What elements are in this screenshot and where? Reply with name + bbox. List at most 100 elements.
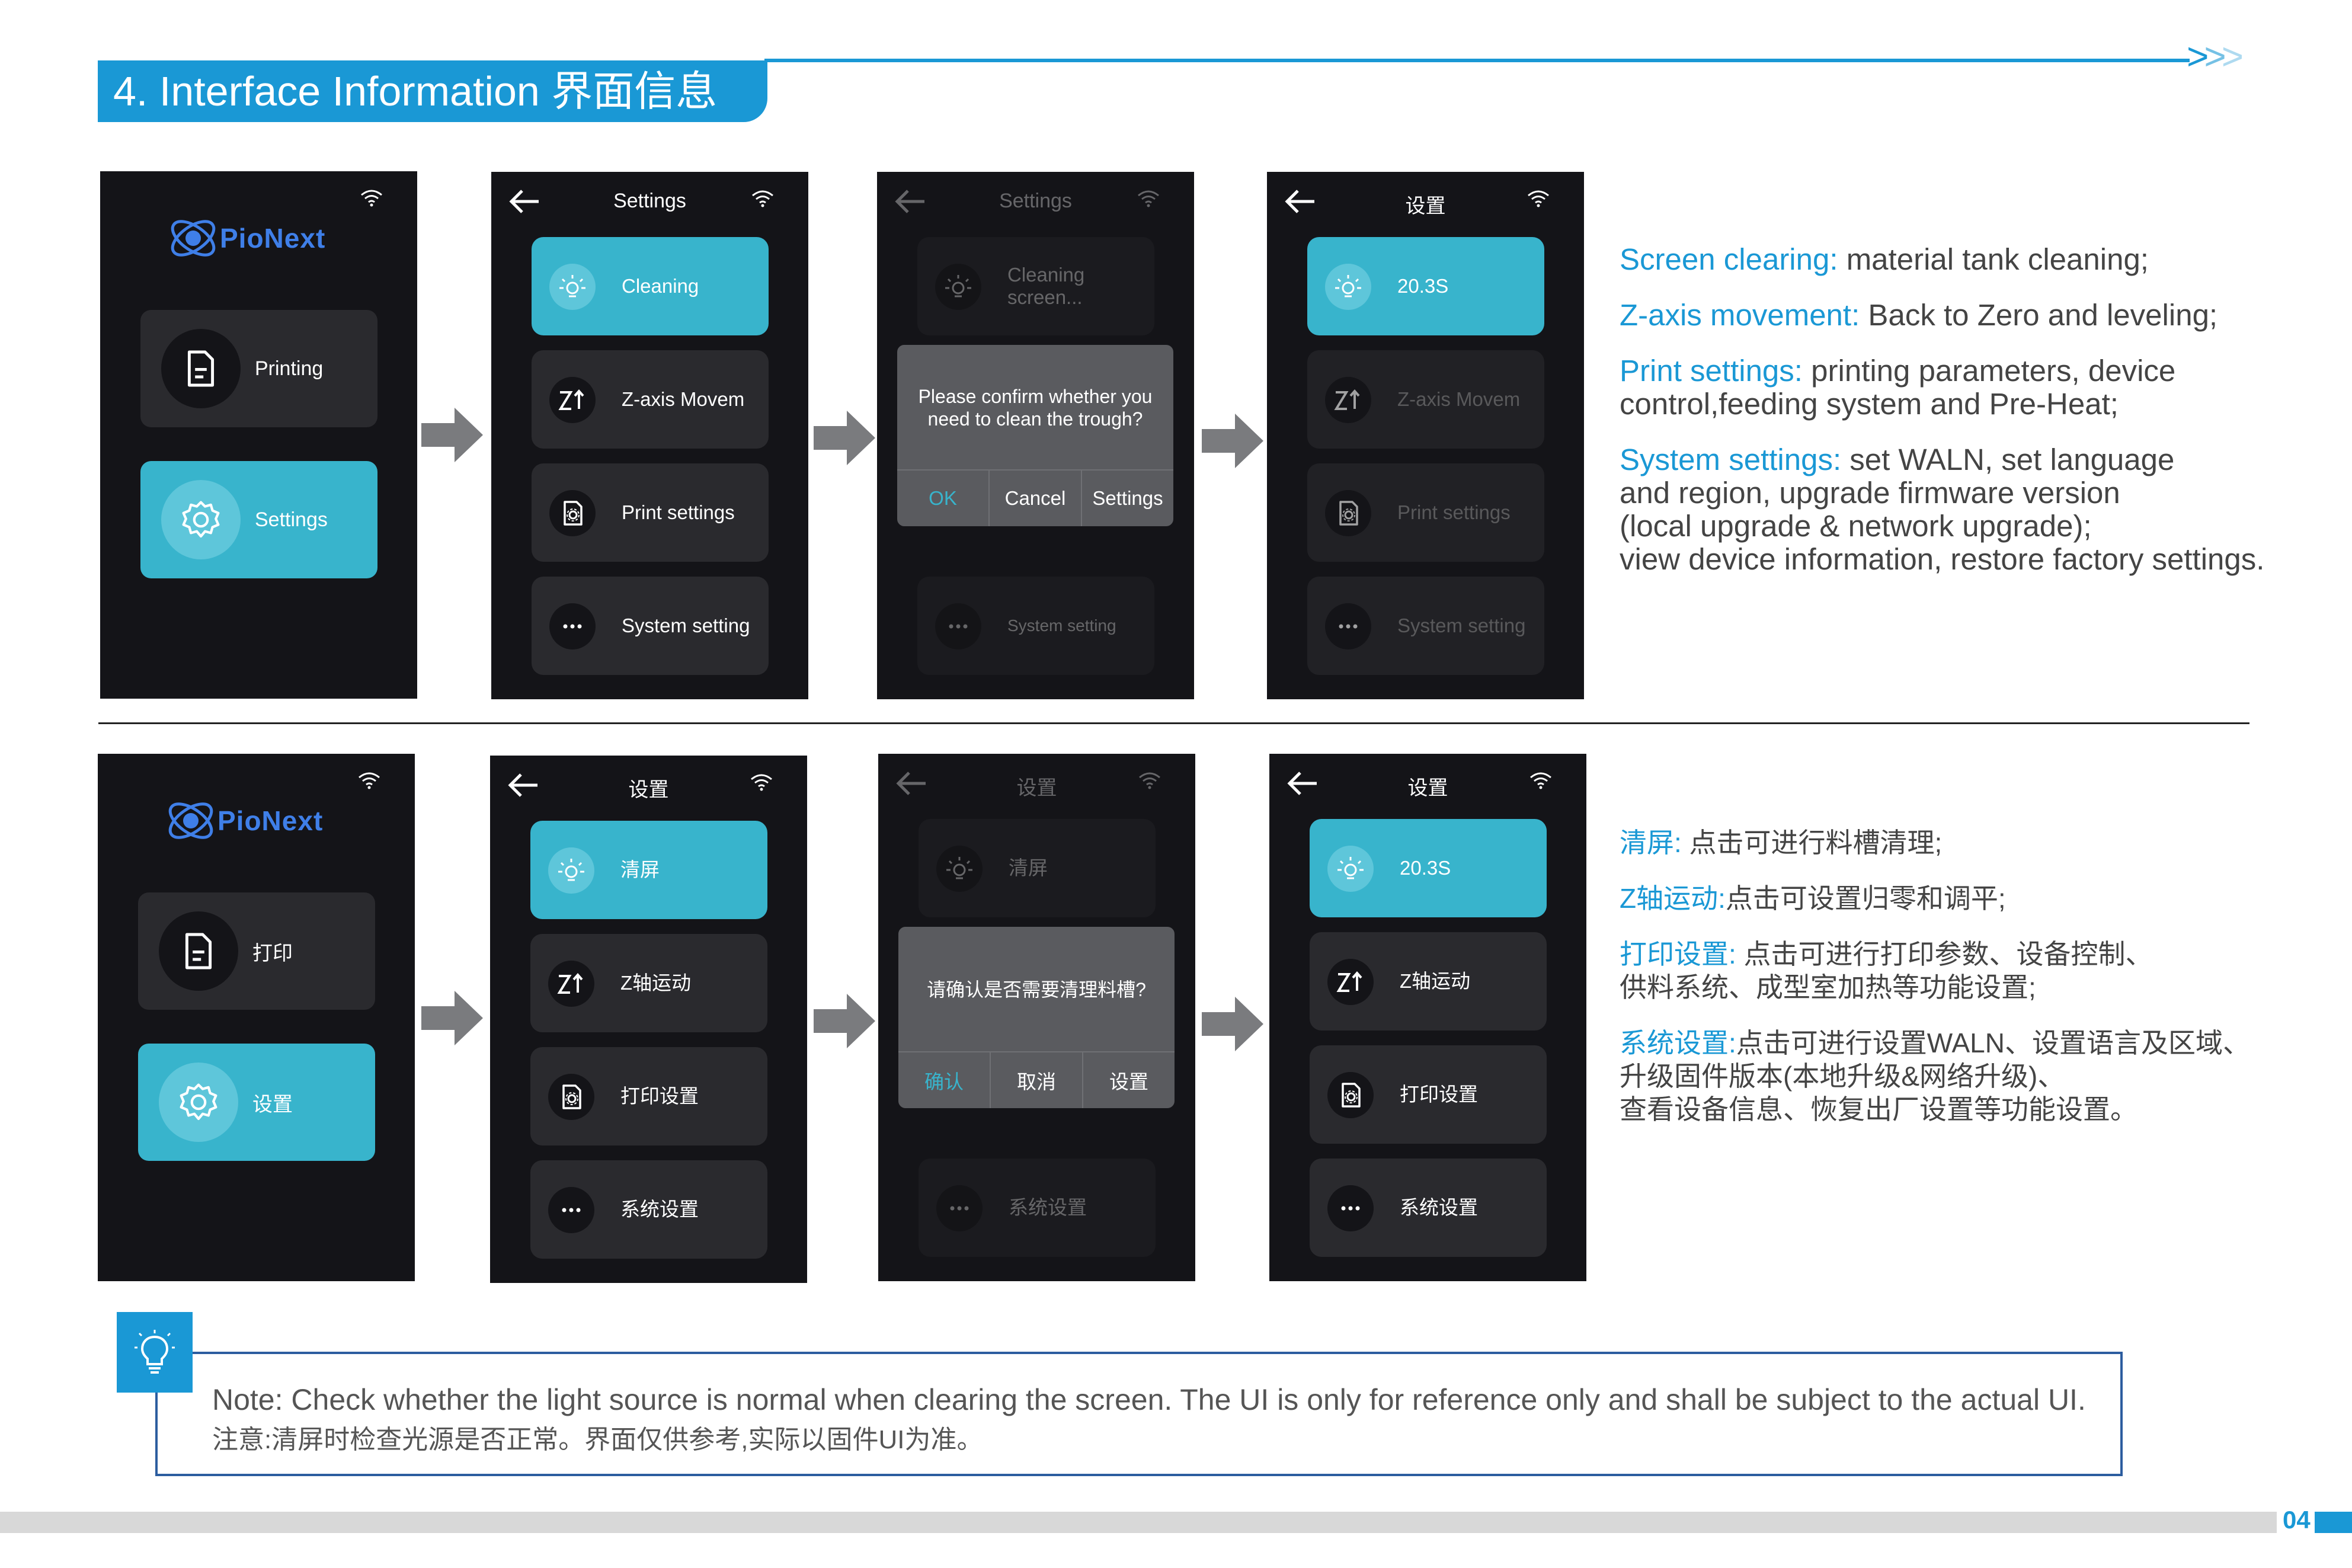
print-settings-icon — [1325, 490, 1371, 536]
menu-item-print-settings[interactable]: 打印设置 — [530, 1047, 767, 1145]
gear-icon — [159, 1063, 238, 1142]
menu-item-z-axis[interactable]: Z轴运动 — [530, 934, 767, 1032]
desc-text: 点击可进行打印参数、设备控制、 — [1736, 939, 2153, 969]
screen-title: 设置 — [1407, 777, 1448, 799]
z-axis-icon — [1327, 959, 1374, 1005]
desc-text: control,feeding system and Pre-Heat; — [1620, 387, 2119, 421]
screen-title: 设置 — [1405, 195, 1446, 217]
home-printing-button[interactable]: Printing — [140, 310, 377, 427]
menu-item-cleaning[interactable]: 清屏 — [530, 821, 767, 919]
menu-label: System setting — [1397, 615, 1526, 636]
more-dots-icon — [935, 603, 981, 649]
dialog-message: Please confirm whether you need to clean… — [918, 386, 1153, 430]
print-settings-icon — [548, 1074, 594, 1120]
lightbulb-icon — [117, 1312, 193, 1393]
menu-label: 清屏 — [1009, 857, 1048, 879]
confirm-dialog: Please confirm whether you need to clean… — [897, 345, 1173, 526]
menu-item-system-setting[interactable]: 系统设置 — [1310, 1159, 1547, 1257]
menu-label: System setting — [622, 615, 750, 636]
note-text: Note: Check whether the light source is … — [212, 1380, 2086, 1460]
dialog-ok-button[interactable]: 确认 — [924, 1071, 964, 1093]
desc-heading: Print settings: — [1620, 354, 1803, 388]
logo-icon — [167, 212, 220, 265]
desc-text: Back to Zero and leveling; — [1860, 298, 2218, 332]
dialog-cancel-button[interactable]: Cancel — [988, 471, 1081, 526]
page-number: 04 — [2283, 1506, 2311, 1534]
dialog-message: 请确认是否需要清理料槽? — [927, 979, 1146, 1000]
section-title: 4. Interface Information 界面信息 — [98, 60, 767, 122]
more-dots-icon — [1327, 1185, 1374, 1231]
description-en: Screen clearing: material tank cleaning;… — [1620, 243, 2348, 576]
menu-item-z-axis: Z-axis Movem — [1307, 350, 1544, 449]
home-printing-label: 打印 — [252, 942, 293, 965]
desc-text: material tank cleaning; — [1838, 242, 2149, 276]
desc-text: view device information, restore factory… — [1620, 542, 2265, 576]
menu-label: System setting — [1007, 616, 1116, 635]
home-printing-label: Printing — [255, 357, 324, 380]
dialog-settings-button[interactable]: Settings — [1081, 471, 1173, 526]
footer-accent — [2315, 1512, 2352, 1533]
menu-label: 系统设置 — [1400, 1196, 1478, 1218]
desc-text: printing parameters, device — [1802, 354, 2176, 388]
menu-item-timer[interactable]: 20.3S — [1307, 237, 1544, 335]
menu-label: Print settings — [622, 501, 735, 523]
sun-icon — [1325, 264, 1371, 310]
flow-arrow-icon — [814, 411, 875, 465]
z-axis-icon — [549, 377, 596, 423]
print-settings-icon — [549, 490, 596, 536]
dialog-ok-button[interactable]: OK — [929, 487, 957, 509]
menu-label: Cleaning — [622, 275, 699, 297]
logo-icon — [164, 794, 217, 847]
menu-item-print-settings[interactable]: 打印设置 — [1310, 1045, 1547, 1144]
desc-heading: 系统设置: — [1620, 1028, 1736, 1058]
menu-label: Cleaning screen... — [1007, 264, 1085, 308]
screen-settings-zh: 设置 清屏 Z轴运动 打印设置 系统设置 — [490, 756, 807, 1283]
dialog-settings-button[interactable]: 设置 — [1082, 1052, 1175, 1108]
menu-label: 打印设置 — [1400, 1083, 1478, 1105]
wifi-icon — [1527, 190, 1550, 207]
menu-item-cleaning: Cleaning screen... — [917, 237, 1154, 335]
screen-home-en: PioNext Printing Settings — [100, 171, 417, 699]
more-dots-icon — [1325, 603, 1371, 649]
menu-label: 清屏 — [620, 859, 660, 881]
dialog-cancel-button[interactable]: 取消 — [990, 1052, 1082, 1108]
brand-logo: PioNext — [167, 212, 356, 271]
menu-item-system-setting[interactable]: 系统设置 — [530, 1160, 767, 1259]
desc-text: (local upgrade & network upgrade); — [1620, 509, 2092, 543]
menu-item-system-setting[interactable]: System setting — [532, 577, 769, 675]
more-dots-icon — [549, 603, 596, 649]
wifi-icon — [360, 189, 383, 207]
home-printing-button[interactable]: 打印 — [138, 892, 375, 1010]
desc-heading: 清屏: — [1620, 827, 1682, 858]
menu-item-z-axis[interactable]: Z-axis Movem — [532, 350, 769, 449]
menu-item-cleaning: 清屏 — [919, 819, 1156, 917]
flow-arrow-icon — [421, 991, 483, 1045]
screen-settings-en: Settings Cleaning Z-axis Movem Print set… — [491, 172, 808, 699]
menu-item-timer[interactable]: 20.3S — [1310, 819, 1547, 917]
menu-item-cleaning[interactable]: Cleaning — [532, 237, 769, 335]
document-icon — [161, 329, 241, 408]
menu-item-system-setting: System setting — [1307, 577, 1544, 675]
menu-item-z-axis[interactable]: Z轴运动 — [1310, 932, 1547, 1031]
menu-label: 打印设置 — [620, 1085, 699, 1107]
wifi-icon — [358, 772, 380, 789]
chevrons-icon: >>> — [2187, 35, 2244, 78]
menu-label: Z轴运动 — [620, 972, 692, 994]
menu-item-print-settings[interactable]: Print settings — [532, 463, 769, 562]
home-settings-button[interactable]: 设置 — [138, 1044, 375, 1161]
desc-heading: Z轴运动: — [1620, 883, 1726, 914]
desc-text: 点击可进行料槽清理; — [1681, 827, 1943, 858]
home-settings-button[interactable]: Settings — [140, 461, 377, 578]
desc-text: 点击可进行设置WALN、设置语言及区域、 — [1736, 1028, 2250, 1058]
screen-title: Settings — [999, 190, 1072, 212]
section-divider — [98, 722, 2249, 724]
screen-title: Settings — [613, 190, 686, 212]
menu-item-system-setting: System setting — [917, 577, 1154, 675]
print-settings-icon — [1327, 1072, 1374, 1118]
desc-heading: System settings: — [1620, 443, 1842, 476]
sun-icon — [1327, 846, 1374, 892]
sun-icon — [549, 264, 596, 310]
desc-heading: Z-axis movement: — [1620, 298, 1860, 332]
wifi-icon — [750, 773, 773, 791]
brand-logo: PioNext — [164, 794, 354, 853]
